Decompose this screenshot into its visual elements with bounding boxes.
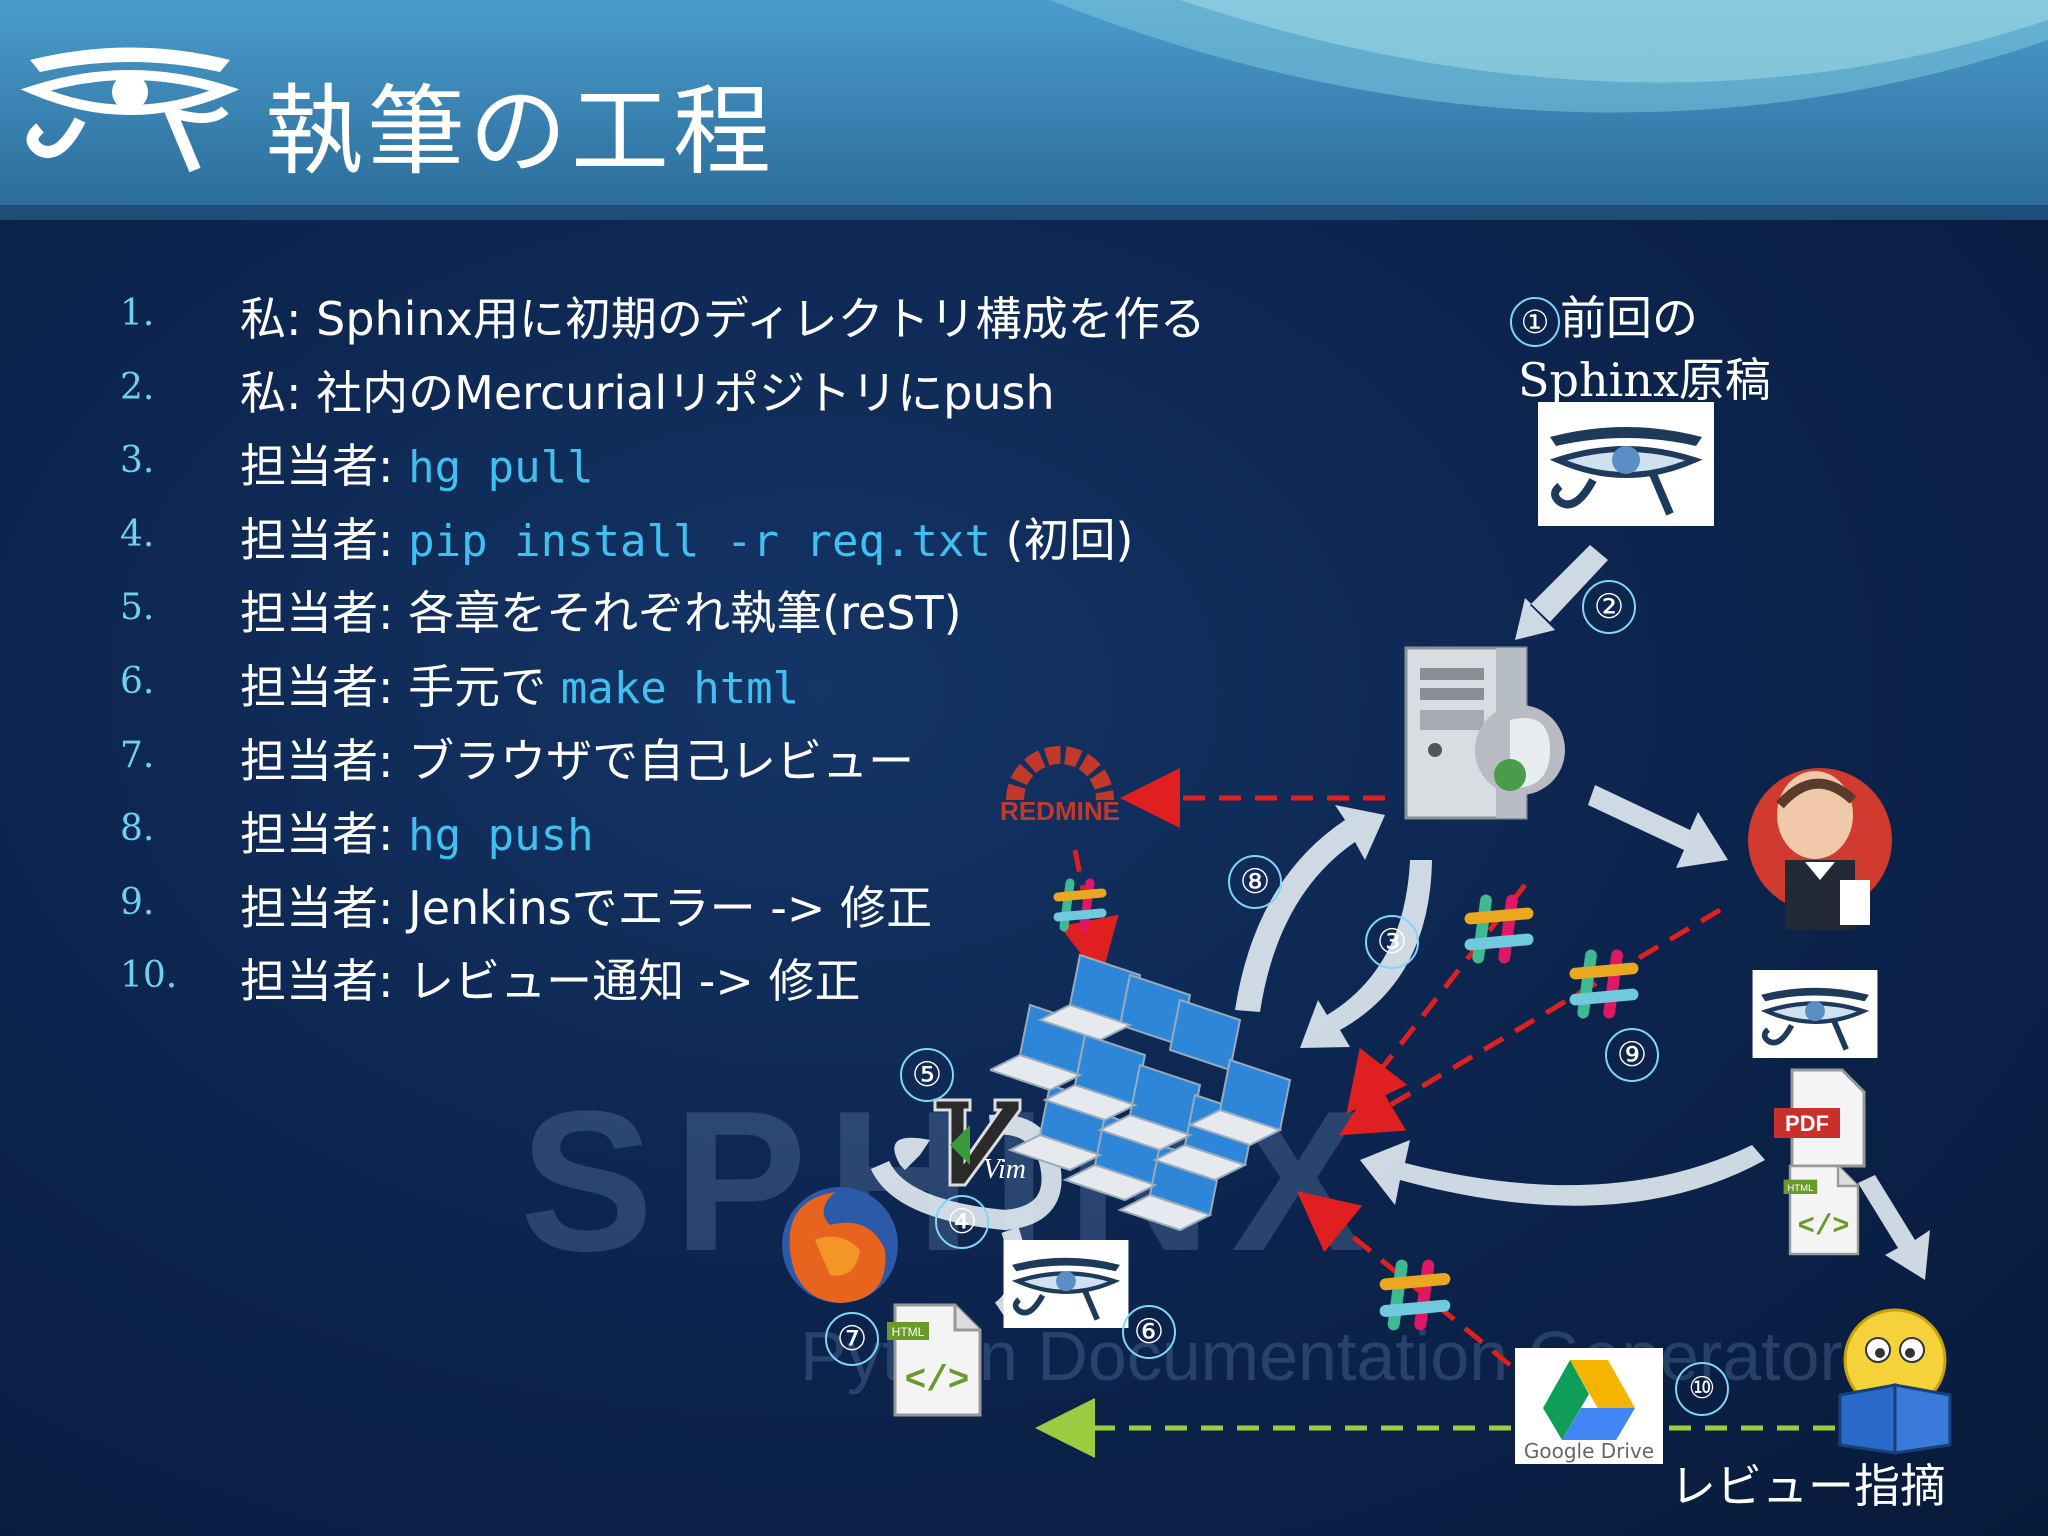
step-item: 担当者: 手元で make html (240, 651, 799, 717)
step-item: 私: 社内のMercurialリポジトリにpush (240, 357, 1055, 423)
step-number: 6. (120, 661, 155, 702)
review-label: レビュー指摘 (1670, 1459, 1946, 1513)
pdf-file-icon: PDF (1774, 1068, 1866, 1168)
slack-icon (1053, 878, 1107, 932)
step-code: pip install -r req.txt (408, 515, 991, 567)
sphinx-doc-icon (1003, 1240, 1129, 1328)
slack-icon (1569, 949, 1639, 1019)
jenkins-icon (1748, 768, 1892, 930)
slack-icon (1379, 1259, 1451, 1331)
html-file-icon: HTML </> (887, 1303, 982, 1417)
step-number: 9. (120, 881, 155, 923)
mercurial-server-icon (1404, 646, 1565, 820)
step-item: 担当者: レビュー通知 -> 修正 (240, 945, 861, 1011)
step-prefix: 担当者: (240, 733, 409, 788)
step-text: 手元で (408, 660, 561, 714)
html-file-icon: HTML </> (1783, 1164, 1860, 1256)
page-title: 執筆の工程 (265, 75, 776, 189)
laptops-cluster-icon (990, 953, 1292, 1232)
step-text: 社内のMercurialリポジトリにpush (316, 365, 1055, 420)
step-number: 8. (120, 808, 155, 850)
step-prefix: 担当者: (240, 660, 409, 714)
light-arrows (870, 545, 1930, 1318)
sphinx-doc-icon (1752, 970, 1878, 1058)
step-code: hg pull (408, 442, 594, 494)
svg-text:HTML: HTML (892, 1325, 925, 1339)
svg-text:</>: </> (1798, 1210, 1850, 1243)
step-code: hg push (408, 810, 594, 862)
step-text: Jenkinsでエラー -> 修正 (408, 880, 933, 935)
step-prefix: 担当者: (240, 439, 409, 494)
step-prefix: 担当者: (240, 586, 409, 641)
slack-icon (1464, 894, 1534, 964)
marker-1: ① (1510, 296, 1560, 347)
vim-icon: Vim (933, 1098, 1025, 1187)
step-code: make html (560, 663, 800, 714)
step-suffix: (初回) (990, 512, 1134, 567)
step-item: 担当者: hg push (240, 798, 594, 864)
redmine-icon: REDMINE (1000, 746, 1120, 826)
step-number: 1. (120, 293, 155, 334)
sphinx-eye-logo-icon (20, 47, 240, 173)
step-number: 2. (120, 366, 155, 408)
svg-text:PDF: PDF (1785, 1111, 1829, 1136)
step-prefix: 担当者: (240, 807, 409, 862)
marker-9: ⑨ (1605, 1028, 1659, 1082)
step-text: レビュー通知 -> 修正 (408, 954, 861, 1009)
step-item: 担当者: Jenkinsでエラー -> 修正 (240, 872, 932, 938)
marker-4: ④ (935, 1195, 989, 1249)
reviewer-reading-icon (1838, 1308, 1952, 1455)
step-number: 10. (120, 955, 178, 997)
svg-text:HTML: HTML (1787, 1183, 1814, 1194)
step-item: 私: Sphinx用に初期のディレクトリ構成を作る (240, 283, 1206, 349)
marker-3: ③ (1365, 915, 1419, 969)
step-text: ブラウザで自己レビュー (408, 733, 915, 788)
step-prefix: 私: (240, 365, 317, 420)
svg-text:Google Drive: Google Drive (1524, 1439, 1654, 1463)
step-number: 7. (120, 734, 155, 776)
marker-7: ⑦ (825, 1312, 879, 1366)
svg-text:</>: </> (905, 1360, 970, 1401)
step-text: Sphinx用に初期のディレクトリ構成を作る (316, 292, 1206, 346)
step-prefix: 私: (240, 292, 317, 346)
step-prefix: 担当者: (240, 512, 409, 567)
step-item: 担当者: ブラウザで自己レビュー (240, 725, 914, 791)
step-number: 5. (120, 587, 155, 629)
step-item: 担当者: pip install -r req.txt (初回) (240, 504, 1133, 570)
marker-6: ⑥ (1122, 1305, 1176, 1359)
step-prefix: 担当者: (240, 954, 409, 1009)
step-text: 各章をそれぞれ執筆(reST) (408, 586, 962, 641)
firefox-icon (782, 1187, 898, 1303)
sphinx-doc-icon (1538, 402, 1714, 526)
step-number: 3. (120, 440, 155, 482)
previous-manuscript-label-2: Sphinx原稿 (1518, 353, 1771, 407)
marker-8: ⑧ (1228, 855, 1282, 909)
svg-text:REDMINE: REDMINE (1000, 796, 1120, 826)
marker-5: ⑤ (900, 1048, 954, 1102)
step-prefix: 担当者: (240, 880, 409, 935)
google-drive-icon: Google Drive (1515, 1348, 1663, 1464)
svg-text:Vim: Vim (983, 1154, 1025, 1185)
header-band (0, 0, 2048, 220)
step-number: 4. (120, 513, 155, 555)
step-item: 担当者: hg pull (240, 430, 594, 496)
step-item: 担当者: 各章をそれぞれ執筆(reST) (240, 577, 962, 643)
marker-10: ⑩ (1675, 1362, 1729, 1416)
marker-2: ② (1582, 580, 1636, 634)
